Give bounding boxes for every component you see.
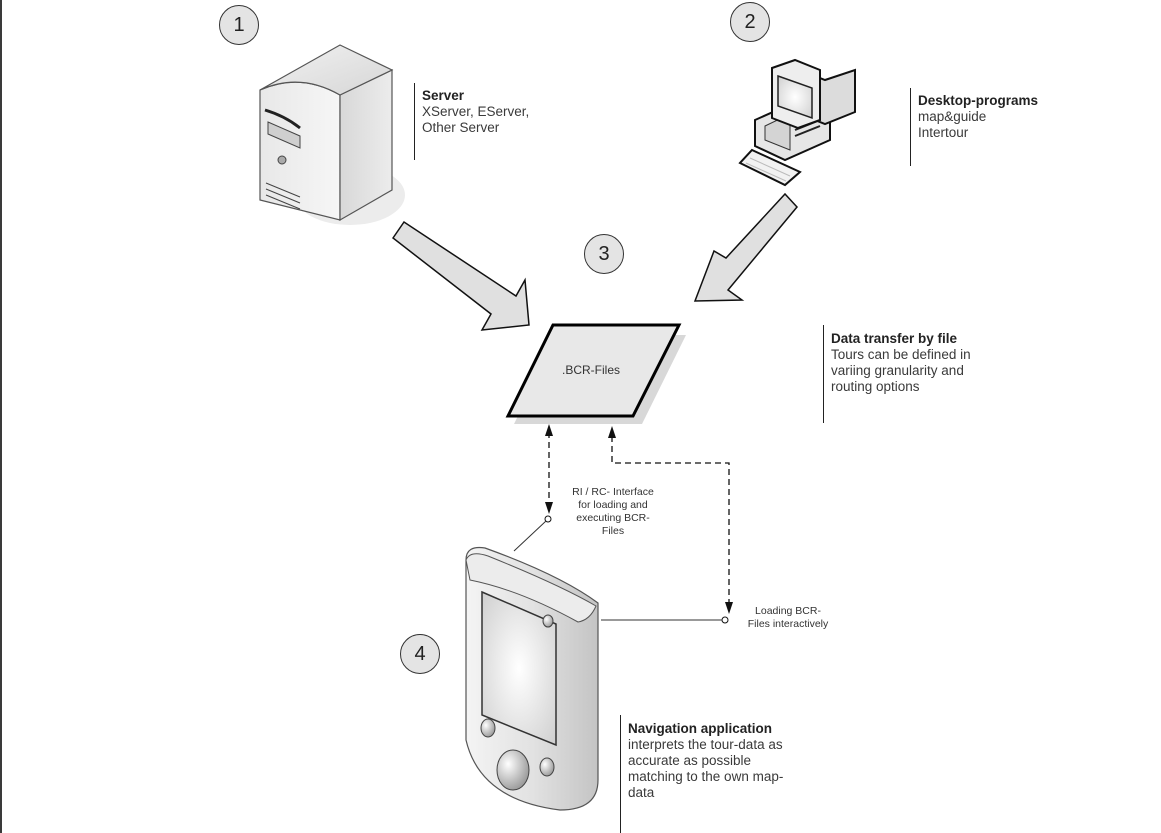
navigation-note-line: data <box>628 785 655 800</box>
navigation-note-line: accurate as possible <box>628 753 752 768</box>
interface-label: RI / RC- Interface for loading and execu… <box>553 486 673 538</box>
pda-device-icon <box>465 546 599 811</box>
server-note-line: Other Server <box>422 120 500 135</box>
server-note-line: XServer, EServer, <box>422 104 530 119</box>
interface-label-line: RI / RC- Interface <box>572 486 654 498</box>
interactive-label: Loading BCR- Files interactively <box>733 605 843 631</box>
interface-label-line: executing BCR- <box>576 512 650 524</box>
file-parallelogram-icon <box>505 323 682 418</box>
interface-connector <box>513 424 553 552</box>
interactive-connector <box>601 426 733 624</box>
server-note-title: Server <box>422 88 465 103</box>
data-transfer-note: Data transfer by file Tours can be defin… <box>823 325 971 423</box>
interactive-label-line: Files interactively <box>747 618 829 630</box>
step-badge-2: 2 <box>730 2 770 42</box>
navigation-note-line: matching to the own map- <box>628 769 784 784</box>
interactive-label-line: Loading BCR- <box>755 605 821 617</box>
interface-label-line: Files <box>601 525 625 537</box>
desktop-note-title: Desktop-programs <box>918 93 1039 108</box>
step-badge-4: 4 <box>400 634 440 674</box>
data-transfer-note-line: routing options <box>831 379 920 394</box>
desktop-note-line: Intertour <box>918 125 969 140</box>
server-tower-icon <box>259 44 405 225</box>
data-transfer-note-line: variing granularity and <box>831 363 964 378</box>
interface-label-line: for loading and <box>578 499 648 511</box>
desktop-note: Desktop-programs map&guide Intertour <box>910 88 1038 166</box>
left-border <box>0 0 2 833</box>
server-note: Server XServer, EServer, Other Server <box>414 83 529 160</box>
navigation-note-line: interprets the tour-data as <box>628 737 783 752</box>
data-transfer-note-title: Data transfer by file <box>831 331 958 346</box>
navigation-note-title: Navigation application <box>628 721 773 736</box>
step-badge-1: 1 <box>219 5 259 45</box>
bcr-files-label: .BCR-Files <box>562 363 621 377</box>
desktop-computer-icon <box>738 58 856 187</box>
navigation-note: Navigation application interprets the to… <box>620 715 783 833</box>
step-badge-3: 3 <box>584 234 624 274</box>
desktop-note-line: map&guide <box>918 109 987 124</box>
arrow-server-to-files <box>391 220 530 331</box>
arrow-desktop-to-files <box>693 192 798 302</box>
data-transfer-note-line: Tours can be defined in <box>831 347 971 362</box>
